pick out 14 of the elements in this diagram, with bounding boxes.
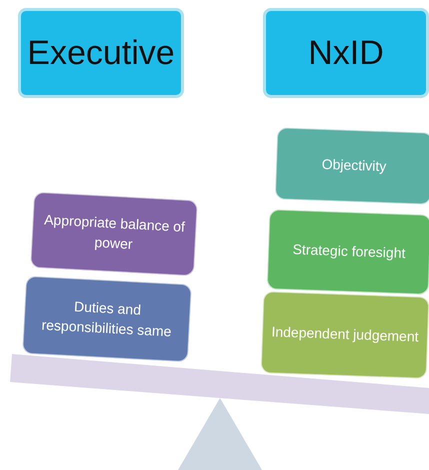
card-text: Appropriate balance of power: [42, 210, 186, 254]
header-box: [18, 8, 184, 98]
card-text: Duties and responsibilities same: [40, 298, 173, 342]
card-text: NxID: [308, 34, 384, 72]
quality-card: [266, 209, 429, 295]
header-box: [263, 8, 429, 98]
quality-card: [30, 192, 198, 276]
quality-card: [260, 291, 429, 379]
card-text: Executive: [27, 34, 175, 72]
card-text: Objectivity: [321, 155, 387, 176]
card-text: Independent judgement: [271, 322, 419, 347]
quality-card: [274, 127, 429, 205]
quality-card: [22, 276, 192, 362]
card-text: Strategic foresight: [292, 240, 406, 264]
